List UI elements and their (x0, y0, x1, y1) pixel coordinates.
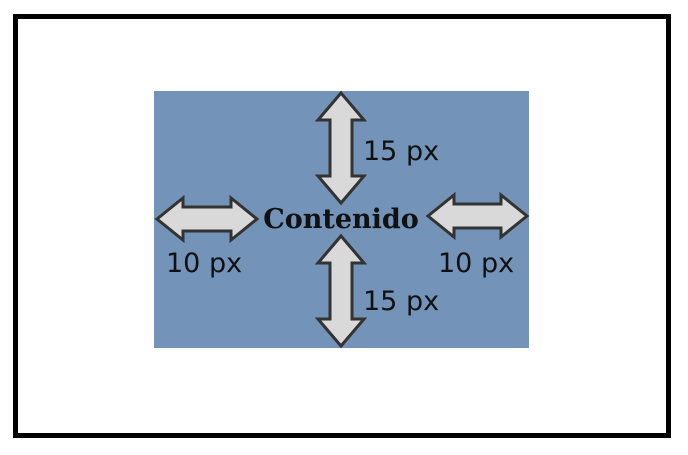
top-double-arrow-icon (314, 90, 368, 206)
right-padding-label: 10 px (438, 248, 514, 279)
bottom-padding-label: 15 px (363, 286, 439, 317)
top-padding-label: 15 px (363, 136, 439, 167)
bottom-double-arrow-icon (314, 233, 368, 349)
left-padding-label: 10 px (166, 248, 242, 279)
right-double-arrow-icon (425, 191, 530, 241)
content-label: Contenido (263, 204, 419, 235)
left-double-arrow-icon (154, 194, 260, 244)
